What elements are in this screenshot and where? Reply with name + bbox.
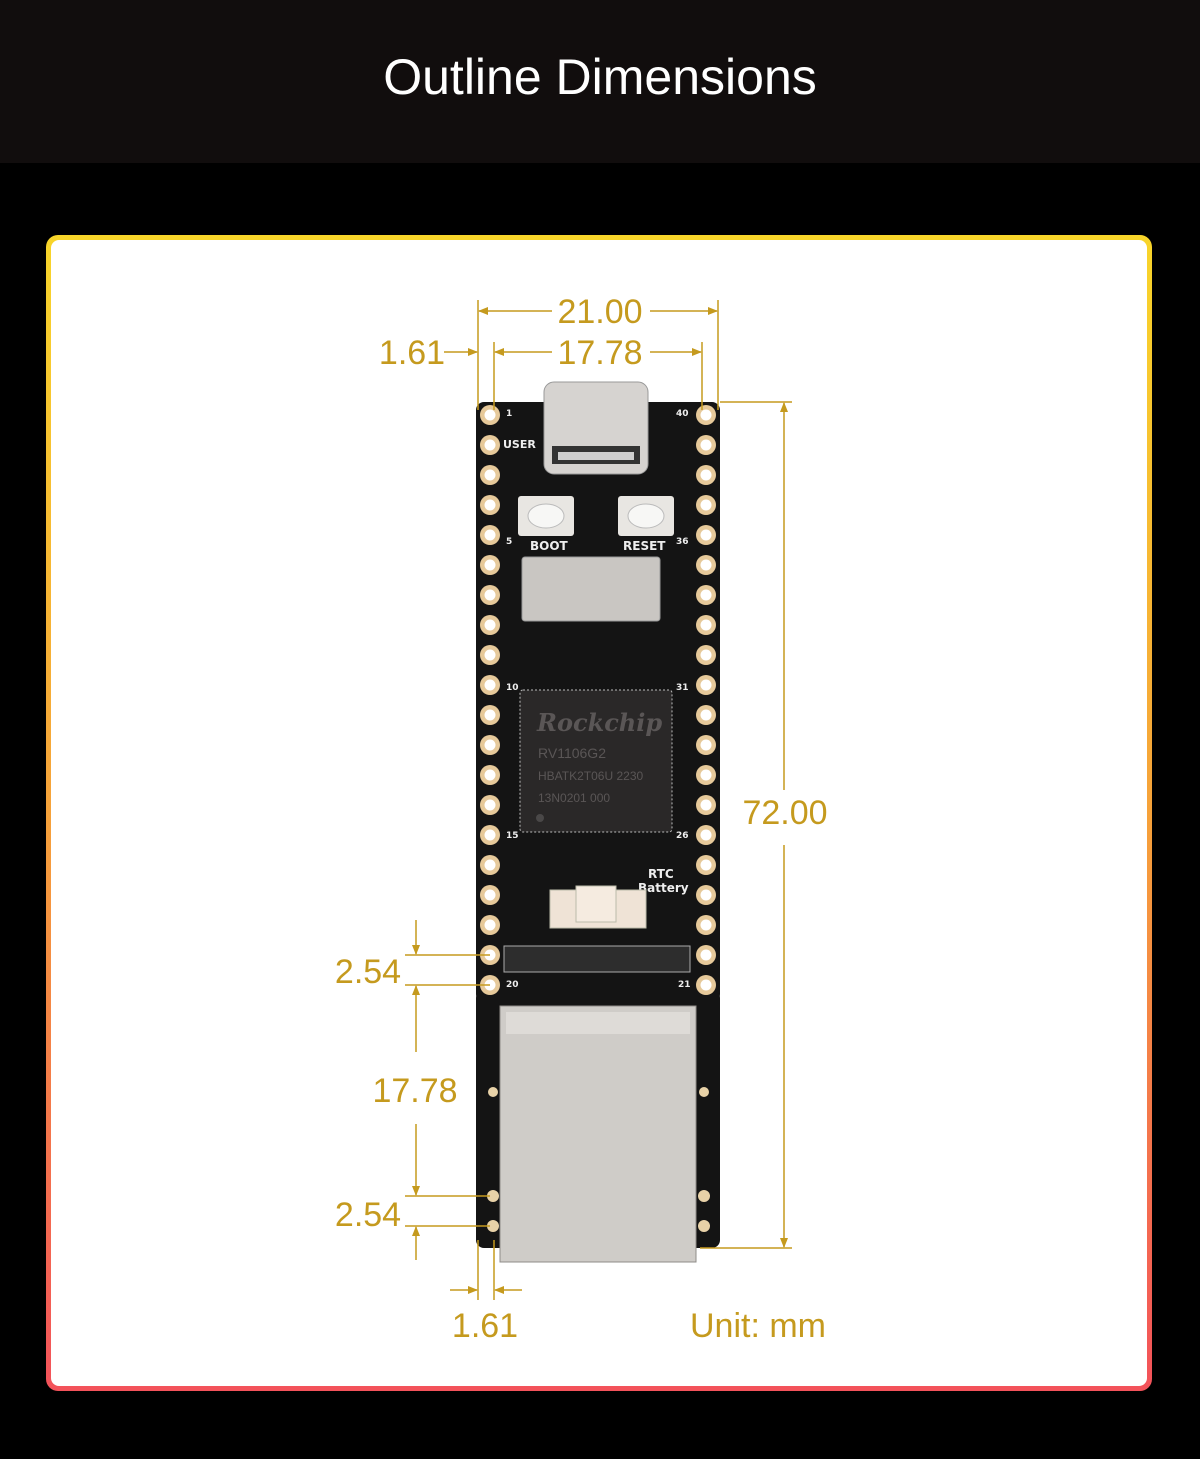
gpio-pad-hole	[700, 979, 712, 991]
svg-text:1: 1	[506, 409, 512, 419]
gpio-pad-hole	[484, 589, 496, 601]
gpio-pad-hole	[700, 739, 712, 751]
svg-text:Rockchip: Rockchip	[536, 708, 662, 737]
pcb-board: BOOT RESET USER Rockchip RV1106G2 HBATK2…	[476, 381, 720, 1263]
svg-text:10: 10	[506, 683, 519, 693]
gpio-pad-hole	[484, 919, 496, 931]
svg-text:15: 15	[506, 831, 519, 841]
reset-button	[618, 496, 674, 536]
pin-span-side-label: 17.78	[372, 1072, 457, 1110]
header-bar: Outline Dimensions	[0, 0, 1200, 163]
pin-pitch-top-label: 2.54	[335, 953, 401, 991]
boot-label: BOOT	[530, 539, 569, 553]
pin-pitch-bottom-label: 2.54	[335, 1196, 401, 1234]
svg-text:21: 21	[678, 980, 691, 990]
pin-row-spacing-label: 17.78	[557, 334, 642, 372]
svg-text:5: 5	[506, 537, 512, 547]
gpio-pad-hole	[484, 469, 496, 481]
gpio-pad-hole	[484, 619, 496, 631]
gpio-pad-hole	[484, 709, 496, 721]
camera-fpc-connector	[503, 945, 691, 973]
ethernet-jack	[487, 1005, 710, 1263]
svg-text:26: 26	[676, 831, 689, 841]
overall-length-label: 72.00	[742, 794, 827, 832]
edge-offset-top-label: 1.61	[379, 334, 445, 372]
rtc-label: RTC	[648, 867, 674, 881]
gpio-pad-hole	[484, 889, 496, 901]
unit-label: Unit: mm	[690, 1307, 826, 1345]
gpio-pad-hole	[484, 679, 496, 691]
gpio-pad-hole	[700, 679, 712, 691]
page-title: Outline Dimensions	[383, 48, 817, 105]
svg-text:13N0201 000: 13N0201 000	[538, 791, 610, 805]
gpio-pad-hole	[700, 799, 712, 811]
svg-text:36: 36	[676, 537, 689, 547]
gpio-pad-hole	[700, 409, 712, 421]
gpio-pads	[480, 405, 716, 995]
gpio-pad-hole	[700, 649, 712, 661]
gpio-pad-hole	[484, 649, 496, 661]
soc-chip: Rockchip RV1106G2 HBATK2T06U 2230 13N020…	[519, 689, 673, 833]
usb-c-connector	[543, 381, 649, 475]
microsd-slot	[521, 556, 661, 622]
battery-label: Battery	[638, 881, 689, 895]
gpio-pad-hole	[484, 829, 496, 841]
gpio-pad-hole	[484, 859, 496, 871]
boot-button	[518, 496, 574, 536]
gpio-pad-hole	[484, 739, 496, 751]
gpio-pad-hole	[700, 559, 712, 571]
dimension-labels: 21.00 17.78 1.61 72.00 2.54 17.78 2.54 1…	[335, 293, 828, 1345]
svg-text:20: 20	[506, 980, 519, 990]
gpio-pad-hole	[700, 529, 712, 541]
dimension-lines	[405, 300, 792, 1300]
gpio-pad-hole	[700, 829, 712, 841]
gpio-pad-hole	[484, 799, 496, 811]
svg-text:RV1106G2: RV1106G2	[538, 745, 606, 761]
svg-text:HBATK2T06U 2230: HBATK2T06U 2230	[538, 769, 643, 783]
reset-label: RESET	[623, 539, 666, 553]
svg-text:40: 40	[676, 409, 689, 419]
gpio-pad-hole	[484, 499, 496, 511]
user-label: USER	[503, 438, 536, 451]
gpio-pad-hole	[484, 409, 496, 421]
gpio-pad-hole	[700, 469, 712, 481]
gpio-pad-hole	[700, 589, 712, 601]
gpio-pad-hole	[700, 499, 712, 511]
gpio-pad-hole	[484, 769, 496, 781]
gpio-pad-hole	[484, 559, 496, 571]
gpio-pad-hole	[700, 859, 712, 871]
edge-offset-bottom-label: 1.61	[452, 1307, 518, 1345]
gpio-pad-hole	[700, 619, 712, 631]
gpio-pad-hole	[700, 439, 712, 451]
gpio-pad-hole	[484, 529, 496, 541]
gpio-pad-hole	[484, 439, 496, 451]
gpio-pad-hole	[700, 949, 712, 961]
gpio-pad-hole	[700, 919, 712, 931]
svg-text:31: 31	[676, 683, 689, 693]
overall-width-label: 21.00	[557, 293, 642, 331]
rtc-battery-connector	[549, 885, 647, 929]
gpio-pad-hole	[700, 889, 712, 901]
gpio-pad-hole	[700, 769, 712, 781]
gpio-pad-hole	[700, 709, 712, 721]
